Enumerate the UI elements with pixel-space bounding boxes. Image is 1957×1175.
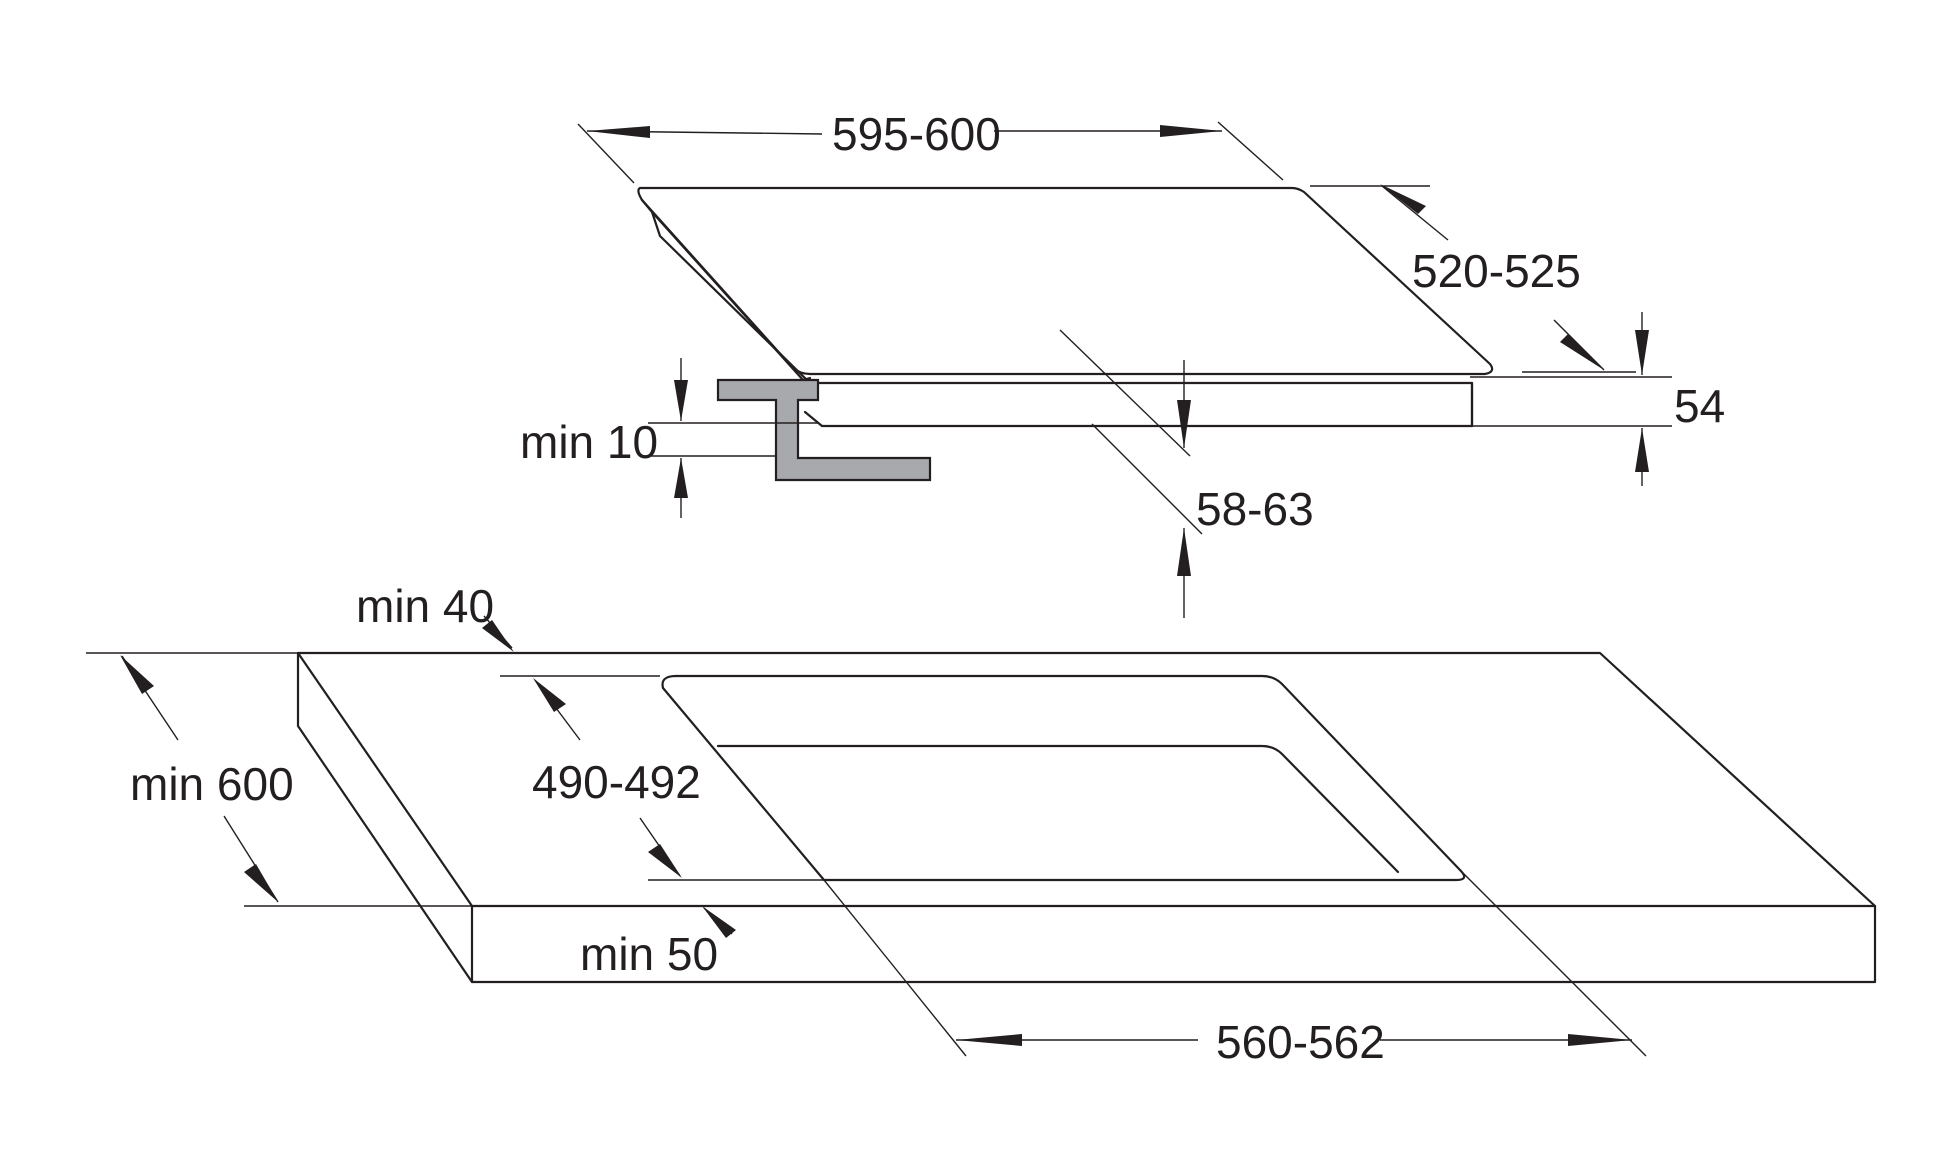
mounting-bracket xyxy=(716,378,932,482)
hob-body xyxy=(803,381,1474,428)
cutout-width-label: 560-562 xyxy=(1216,1016,1385,1068)
hob-glass-top xyxy=(637,186,1494,376)
dim-bracket-clearance xyxy=(648,358,818,518)
bracket-clearance-label: min 10 xyxy=(520,416,658,468)
hob-depth-label: 520-525 xyxy=(1412,245,1581,297)
worktop-cutout xyxy=(661,674,1466,882)
dim-cutout-width xyxy=(823,869,1647,1057)
hob-height-label: 54 xyxy=(1674,380,1725,432)
dim-hob-width xyxy=(577,121,1284,184)
hob-width-label: 595-600 xyxy=(832,108,1001,160)
dim-cabinet-depth xyxy=(1059,329,1203,618)
cutout-outer xyxy=(661,674,1466,882)
dim-hob-depth xyxy=(1310,184,1636,373)
rear-clearance-label: min 40 xyxy=(356,580,494,632)
front-clearance-label: min 50 xyxy=(580,928,718,980)
worktop-depth-label: min 600 xyxy=(130,758,294,810)
worktop-front-face xyxy=(470,904,1877,984)
dim-rear-clearance xyxy=(482,615,514,652)
hob-body-left xyxy=(650,210,812,385)
cutout-inner xyxy=(716,744,1400,874)
dim-hob-height xyxy=(1470,312,1672,486)
worktop xyxy=(296,651,1877,984)
dim-front-clearance xyxy=(702,906,736,938)
cabinet-depth-label: 58-63 xyxy=(1196,483,1314,535)
cutout-depth-label: 490-492 xyxy=(532,756,701,808)
worktop-left-face xyxy=(296,651,474,984)
dim-worktop-depth xyxy=(86,652,472,907)
dim-cutout-depth xyxy=(500,675,824,881)
